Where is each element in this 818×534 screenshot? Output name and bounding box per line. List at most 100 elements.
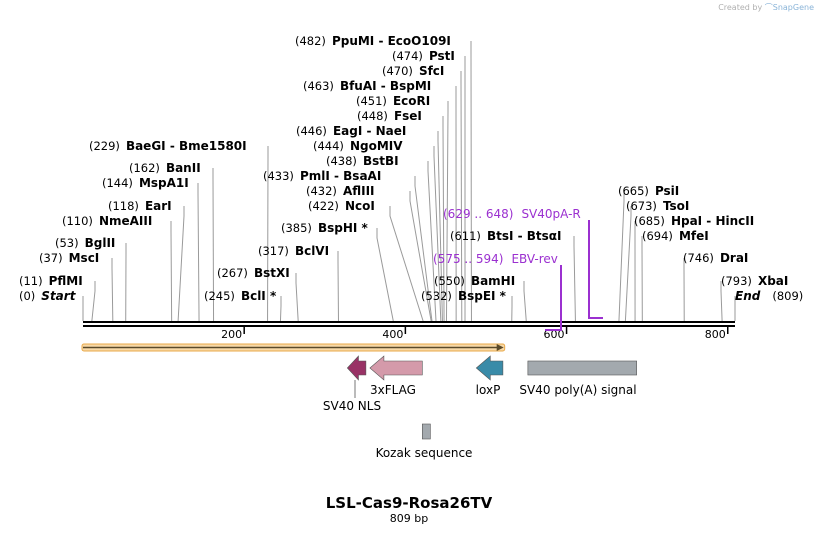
credit-brand: SnapGene xyxy=(772,3,814,12)
site-connector-line xyxy=(389,206,424,322)
site-position: (532) xyxy=(421,289,452,303)
site-connector-line xyxy=(414,176,433,322)
feature-label: Kozak sequence xyxy=(376,446,473,460)
site-enzyme-name: BstXI xyxy=(254,266,290,280)
site-label: (37)MscI xyxy=(39,251,99,265)
site-position: (422) xyxy=(308,199,339,213)
site-enzyme-name: PstI xyxy=(429,49,455,63)
site-label: (317)BclVI xyxy=(258,244,329,258)
site-connector-line xyxy=(91,281,96,322)
site-enzyme-name: DraI xyxy=(720,251,748,265)
site-enzyme-name: TsoI xyxy=(663,199,689,213)
site-position: (482) xyxy=(295,34,326,48)
site-label: (110)NmeAIII xyxy=(62,214,152,228)
site-label: (144)MspA1I xyxy=(102,176,189,190)
site-position: (267) xyxy=(217,266,248,280)
site-enzyme-name: BglII xyxy=(85,236,116,250)
site-position: (550) xyxy=(434,274,465,288)
site-connector-line xyxy=(427,161,437,322)
site-position: (317) xyxy=(258,244,289,258)
site-label: (532) BspEI * xyxy=(421,289,507,303)
site-connector-line xyxy=(295,273,299,322)
site-position: (444) xyxy=(313,139,344,153)
site-enzyme-name: BanII xyxy=(166,161,201,175)
site-enzyme-name: BtsI - BtsαI xyxy=(487,229,562,243)
site-connector-line xyxy=(573,236,576,322)
primer-layer: (629 .. 648)SV40pA-R(575 .. 594)EBV-rev xyxy=(433,207,603,331)
site-enzyme-name: AflIII xyxy=(343,184,375,198)
site-enzyme-name: EarI xyxy=(145,199,172,213)
site-enzyme-name: NgoMIV xyxy=(350,139,403,153)
site-position: (245) xyxy=(204,289,235,303)
site-position: (665) xyxy=(618,184,649,198)
site-enzyme-name: Start xyxy=(41,289,76,303)
site-label: (385) BspHI * xyxy=(281,221,369,235)
site-enzyme-name: BfuAI - BspMI xyxy=(340,79,431,93)
site-connector-line xyxy=(279,296,282,322)
site-position: (53) xyxy=(55,236,79,250)
feature-arrow xyxy=(475,355,504,381)
site-position: (463) xyxy=(303,79,334,93)
site-label: (451) EcoRI xyxy=(356,94,430,108)
site-label: (448) FseI xyxy=(357,109,422,123)
site-label: (245)BclI * xyxy=(204,289,277,303)
site-enzyme-name: BspEI * xyxy=(458,289,507,303)
site-position: (451) xyxy=(356,94,387,108)
site-enzyme-name: HpaI - HincII xyxy=(671,214,754,228)
site-position: (793) xyxy=(721,274,752,288)
primer-arrow xyxy=(588,220,603,319)
tick-label: 800 xyxy=(705,328,726,341)
site-connector-line xyxy=(437,131,443,322)
site-position: (433) xyxy=(263,169,294,183)
site-label: (0)Start xyxy=(19,289,77,303)
site-position: (11) xyxy=(19,274,43,288)
sequence-length: 809 bp xyxy=(389,512,429,525)
site-label: (446)EagI - NaeI xyxy=(296,124,406,138)
site-label: (611) BtsI - BtsαI xyxy=(450,229,562,243)
site-label: (685) HpaI - HincII xyxy=(634,214,754,228)
site-enzyme-name: BspHI * xyxy=(318,221,369,235)
feature-arrow xyxy=(346,355,367,381)
credit-prefix: Created by xyxy=(718,3,763,12)
site-position: (385) xyxy=(281,221,312,235)
site-connector-line xyxy=(442,116,445,322)
site-lines xyxy=(82,41,736,322)
site-position: (694) xyxy=(642,229,673,243)
site-label: (470)SfcI xyxy=(382,64,444,78)
site-position: (685) xyxy=(634,214,665,228)
site-position: (110) xyxy=(62,214,93,228)
orf-arrow-head xyxy=(496,344,504,351)
site-connector-line xyxy=(212,168,215,322)
site-connector-line xyxy=(433,146,442,322)
map-title: LSL-Cas9-Rosa26TV xyxy=(325,494,493,512)
site-enzyme-name: PmlI - BsaAI xyxy=(300,169,381,183)
site-label: (444) NgoMIV xyxy=(313,139,403,153)
site-position: (162) xyxy=(129,161,160,175)
site-label: (432) AflIII xyxy=(306,184,375,198)
site-position: (144) xyxy=(102,176,133,190)
site-label: (422)NcoI xyxy=(308,199,375,213)
site-enzyme-name: EcoRI xyxy=(393,94,430,108)
site-label: (433) PmlI - BsaAI xyxy=(263,169,381,183)
site-position: (438) xyxy=(326,154,357,168)
site-label: (267) BstXI xyxy=(217,266,290,280)
site-enzyme-name: BaeGI - Bme1580I xyxy=(126,139,247,153)
site-enzyme-name: PsiI xyxy=(655,184,679,198)
snapgene-credit: Created by ⌒SnapGene xyxy=(718,2,814,13)
feature-box xyxy=(421,423,431,440)
site-connector-line xyxy=(197,183,200,322)
site-connector-line xyxy=(170,221,173,322)
site-enzyme-name: PpuMI - EcoO109I xyxy=(332,34,451,48)
feature-label: SV40 NLS xyxy=(323,399,381,413)
site-enzyme-name: XbaI xyxy=(758,274,788,288)
site-position: (118) xyxy=(108,199,139,213)
site-position: (432) xyxy=(306,184,337,198)
site-position: (448) xyxy=(357,109,388,123)
site-enzyme-name: FseI xyxy=(394,109,422,123)
site-enzyme-name: SfcI xyxy=(419,64,444,78)
feature-box xyxy=(527,360,637,376)
feature-label: 3xFLAG xyxy=(370,383,416,397)
tick-label: 600 xyxy=(544,328,565,341)
site-position: (611) xyxy=(450,229,481,243)
